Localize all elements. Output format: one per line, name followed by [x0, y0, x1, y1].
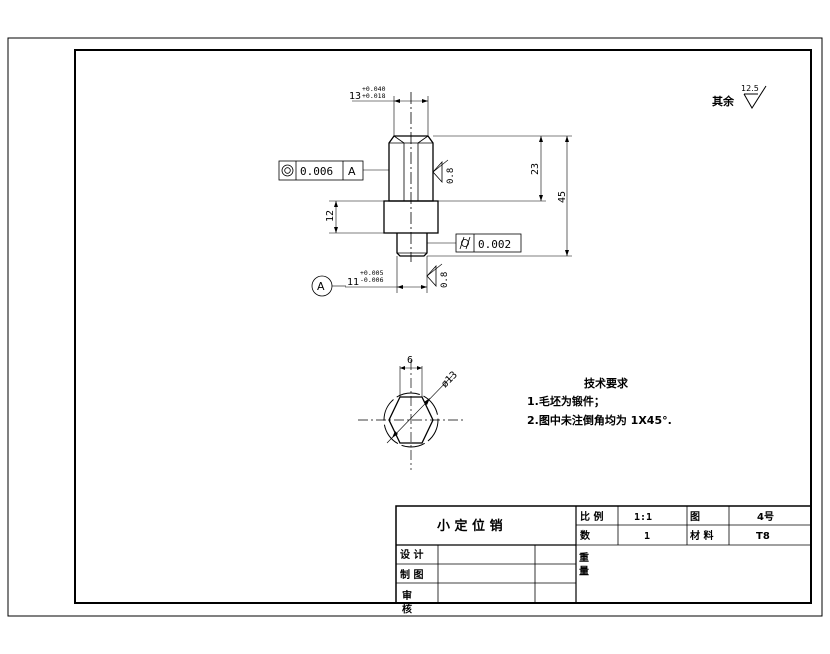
- arrow: [392, 398, 430, 438]
- outer-border: [7, 37, 823, 617]
- tb-review-label: 审 核: [400, 589, 412, 614]
- tb-qty-value: 1: [644, 531, 650, 542]
- cylindricity-icon-circle: [461, 239, 469, 247]
- tb-drawing-no: 4号: [757, 511, 774, 523]
- pin-front-view: [383, 92, 439, 262]
- cylindricity-icon-line: [459, 236, 465, 250]
- concentricity-icon-inner: [284, 167, 291, 174]
- datum-label: A: [317, 280, 325, 293]
- hex-chamfer-right: [417, 135, 429, 144]
- roughness-symbol: [743, 85, 767, 109]
- dim-total-length: [427, 136, 572, 257]
- outline-circle: [383, 392, 439, 448]
- tb-part-name: 小 定 位 销: [437, 518, 503, 534]
- concentricity-frame: [278, 160, 389, 181]
- tb-drawing-label: 图: [690, 511, 700, 523]
- dim-top-width: [352, 96, 429, 136]
- diameter-value: ø13: [439, 370, 460, 391]
- tb-material-value: T8: [756, 531, 770, 542]
- dim-upper-length: [433, 135, 572, 202]
- tb-weight-label: 重 量: [577, 551, 589, 576]
- surface-finish-upper-value: 0.8: [446, 168, 456, 184]
- dim-top-width-tol-upper: +0.040: [362, 85, 386, 93]
- finish-symbol: [432, 160, 443, 184]
- cylindricity-icon: [459, 236, 471, 250]
- concentricity-datum: A: [348, 165, 356, 178]
- tb-draw-label: 制 图: [400, 568, 423, 581]
- dim-collar-height-value: 12: [325, 210, 336, 222]
- tb-qty-label: 数: [580, 529, 591, 542]
- dim-top-width-value: 13: [349, 91, 361, 102]
- dim-bottom-width-tol-lower: -0.006: [360, 276, 384, 284]
- diameter-leader: [386, 375, 453, 444]
- dim-bottom-width-value: 11: [347, 277, 359, 288]
- finish-leader: [426, 263, 443, 277]
- concentricity-value: 0.006: [300, 165, 333, 178]
- arrow: [397, 285, 427, 289]
- arrow: [400, 366, 422, 370]
- title-block: [395, 505, 812, 604]
- tb-scale-label: 比 例: [580, 510, 603, 523]
- hex-chamfer-left: [393, 135, 405, 144]
- dim-top-width-tol-lower: +0.018: [362, 92, 386, 100]
- tech-req-item-1: 1.毛坯为锻件；: [527, 394, 605, 408]
- finish-symbol: [426, 264, 437, 288]
- cylindricity-value: 0.002: [478, 238, 511, 251]
- fcf-box: [278, 160, 364, 181]
- surface-finish-lower: [426, 263, 443, 288]
- datum-a-symbol: [311, 275, 346, 297]
- dim-upper-length-value: 23: [530, 163, 541, 175]
- tb-material-label: 材 料: [690, 529, 713, 542]
- dim-bottom-width-tol-upper: +0.005: [360, 269, 384, 277]
- dim-collar-height: [329, 200, 384, 234]
- tech-req-item-2: 2.图中未注倒角均为 1X45°.: [527, 413, 672, 427]
- flat-width-value: 6: [407, 355, 413, 366]
- title-block-frame: [395, 505, 812, 604]
- general-roughness-note: 其余 12.5: [712, 84, 767, 109]
- concentricity-icon: [281, 164, 294, 177]
- dim-bottom-width: [345, 256, 428, 293]
- pin-top-view: [358, 360, 464, 470]
- tb-design-label: 设 计: [400, 548, 423, 561]
- surface-finish-upper: [432, 159, 449, 184]
- surface-finish-lower-value: 0.8: [440, 272, 450, 288]
- dim-total-length-value: 45: [557, 191, 568, 203]
- fcf-box: [455, 233, 522, 253]
- tech-req-title: 技术要求: [584, 376, 629, 390]
- roughness-label: 其余: [712, 94, 735, 108]
- cylindricity-icon-line: [465, 236, 471, 250]
- cylindricity-frame: [427, 233, 522, 253]
- finish-leader: [432, 159, 449, 173]
- lower-pin: [396, 233, 428, 257]
- collar: [383, 200, 439, 234]
- roughness-value: 12.5: [741, 84, 759, 93]
- tb-scale-value: 1:1: [634, 512, 652, 523]
